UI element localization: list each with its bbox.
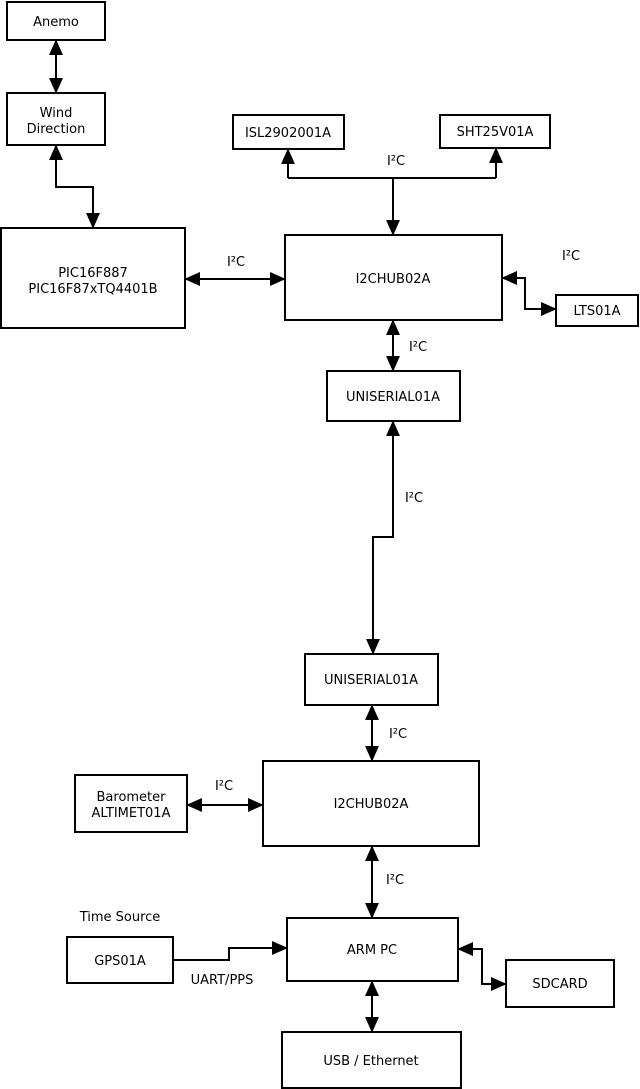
anemo-label: Anemo (33, 15, 79, 30)
wind-direction-label-line2: Direction (27, 122, 86, 137)
node-sdcard: SDCARD (505, 959, 615, 1008)
usb-ethernet-label: USB / Ethernet (323, 1054, 418, 1069)
edge-winddirection-pic (48, 144, 101, 229)
node-anemo: Anemo (6, 1, 106, 41)
isl-label: ISL2902001A (245, 126, 331, 141)
i2c-label-hub1-uniserial1: I²C (409, 340, 427, 355)
i2c-label-pic-hub1: I²C (227, 255, 245, 270)
uniserial2-box (304, 653, 439, 706)
armpc-label: ARM PC (347, 943, 397, 958)
node-pic: PIC16F887 PIC16F87xTQ4401B (0, 227, 186, 329)
barometer-label-line2: ALTIMET01A (92, 806, 171, 821)
node-sht: SHT25V01A (439, 114, 551, 149)
edge-armpc-sdcard (457, 941, 507, 992)
node-wind-direction: Wind Direction (6, 92, 106, 146)
isl-box (232, 114, 345, 150)
anemo-box (6, 1, 106, 41)
node-usb-ethernet: USB / Ethernet (281, 1031, 462, 1089)
lts-label: LTS01A (573, 304, 620, 319)
pic-label-line2: PIC16F87xTQ4401B (28, 282, 157, 297)
edge-gps-armpc (173, 940, 288, 961)
sht-label: SHT25V01A (457, 125, 534, 140)
edge-hub1-lts (501, 270, 557, 317)
uniserial1-label: UNISERIAL01A (346, 390, 440, 405)
hub1-label: I2CHUB02A (356, 272, 431, 287)
node-isl: ISL2902001A (232, 114, 345, 150)
armpc-box (286, 917, 459, 982)
node-lts: LTS01A (555, 294, 639, 327)
uniserial2-label: UNISERIAL01A (324, 673, 418, 688)
node-barometer: Barometer ALTIMET01A (74, 774, 188, 833)
hub2-label: I2CHUB02A (334, 797, 409, 812)
sht-box (439, 114, 551, 149)
i2c-label-hub2-armpc: I²C (386, 873, 404, 888)
sdcard-label: SDCARD (532, 977, 587, 992)
node-hub1: I2CHUB02A (284, 234, 503, 321)
pic-box (0, 227, 186, 329)
edge-uniserial1-uniserial2 (365, 420, 401, 655)
i2c-label-top-tee: I²C (387, 154, 405, 169)
i2c-label-uniserial2-hub2: I²C (389, 727, 407, 742)
uart-pps-label: UART/PPS (191, 973, 254, 988)
hub2-box (262, 760, 480, 847)
hub1-box (284, 234, 503, 321)
pic-label-line1: PIC16F887 (58, 266, 128, 281)
i2c-label-long-link: I²C (405, 491, 423, 506)
time-source-label: Time Source (79, 910, 161, 925)
usb-ethernet-box (281, 1031, 462, 1089)
wind-direction-box (6, 92, 106, 146)
barometer-box (74, 774, 188, 833)
i2c-label-barometer: I²C (215, 779, 233, 794)
node-hub2: I2CHUB02A (262, 760, 480, 847)
node-uniserial2: UNISERIAL01A (304, 653, 439, 706)
node-uniserial1: UNISERIAL01A (326, 370, 461, 422)
node-gps: GPS01A (66, 936, 174, 984)
gps-label: GPS01A (94, 954, 146, 969)
uniserial1-box (326, 370, 461, 422)
node-armpc: ARM PC (286, 917, 459, 982)
barometer-label-line1: Barometer (97, 790, 167, 805)
i2c-label-lts: I²C (562, 249, 580, 264)
gps-box (66, 936, 174, 984)
sdcard-box (505, 959, 615, 1008)
lts-box (555, 294, 639, 327)
wind-direction-label-line1: Wind (40, 106, 73, 121)
